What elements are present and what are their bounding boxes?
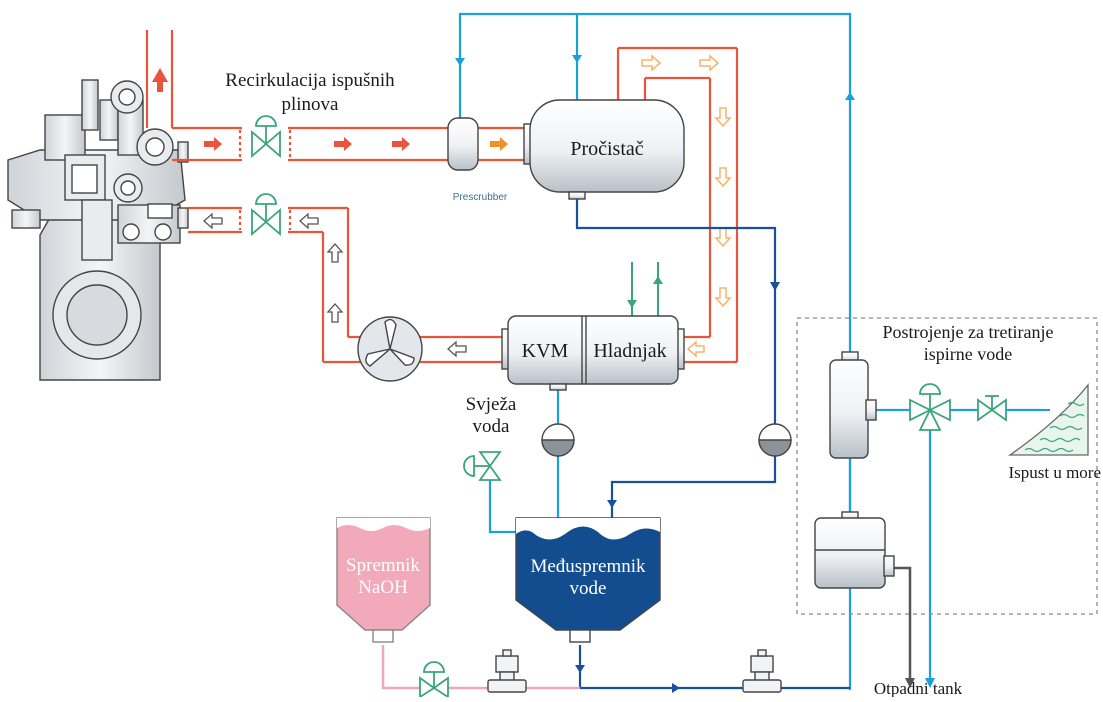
arrow-down-outline <box>714 107 732 128</box>
arrow-right <box>392 137 410 151</box>
scrubber-vessel <box>523 99 685 200</box>
arrow-right-outline <box>699 54 720 72</box>
clean-water-arrows <box>455 55 855 100</box>
cooler-label: Hladnjak <box>593 340 666 362</box>
naoh-line <box>381 645 420 690</box>
arrow-down <box>925 678 935 688</box>
sludge-tank-vessel <box>814 511 895 589</box>
arrow-right-outline <box>641 54 662 72</box>
egr-blower <box>357 316 423 382</box>
egr-label: plinova <box>282 94 340 115</box>
arrow-right <box>490 137 508 151</box>
arrow-up-outline <box>326 303 344 323</box>
engine-illustration <box>7 79 189 381</box>
arrow-down <box>905 678 915 688</box>
arrow-left-outline <box>447 340 467 358</box>
scrubber-label: Pročistač <box>570 138 643 160</box>
buffer-tank <box>515 517 661 643</box>
naoh-tank-label: NaOH <box>358 577 408 598</box>
fresh-water-label: Svježa <box>466 394 517 415</box>
fresh-water-label: voda <box>473 416 511 437</box>
wwt-boundary <box>796 317 1098 615</box>
circulation-pump <box>742 649 782 693</box>
naoh-tank <box>336 517 431 643</box>
fresh-water-valve <box>463 451 502 481</box>
buffer-tank-label: vode <box>570 578 607 599</box>
egr-cooler-unit <box>501 315 685 391</box>
arrow-up-stack <box>152 68 168 92</box>
kvm-label: KVM <box>522 340 569 362</box>
dosing-pump-naoh <box>487 649 527 693</box>
hydrocyclone-vessel <box>829 351 877 459</box>
prescrubber-vessel <box>447 117 479 171</box>
waste-drain-line <box>885 566 912 680</box>
arrow-left-outline <box>203 212 223 230</box>
egr-label: Recirkulacija ispušnih <box>225 70 395 91</box>
buffer-tank-label: Međuspremnik <box>530 556 646 577</box>
wwt-label: Postrojenje za tretiranje <box>883 322 1054 342</box>
arrow-right <box>334 137 352 151</box>
discharge-valve <box>977 395 1007 422</box>
egr-valve-bottom <box>251 193 281 236</box>
arrow-right <box>204 137 222 151</box>
waste-tank-label: Otpadni tank <box>874 679 963 697</box>
cooling-water-arrows <box>627 276 663 308</box>
naoh-tank-label: Spremnik <box>346 555 420 576</box>
level-sensor-left <box>541 423 575 457</box>
exhaust-pipes <box>145 30 739 364</box>
arrow-down-outline <box>714 167 732 188</box>
egr-valve-top <box>251 115 281 158</box>
arrow-down-outline <box>714 227 732 248</box>
wwt-three-way-valve <box>909 383 951 431</box>
naoh-valve <box>419 661 449 699</box>
dirty-water-arrows <box>575 282 780 693</box>
cooling-water-lines <box>631 262 659 316</box>
arrow-up-outline <box>326 243 344 263</box>
exhaust-flow-arrows <box>152 54 732 358</box>
arrow-left-outline <box>686 340 705 358</box>
level-sensor-right <box>758 423 792 457</box>
sea-discharge-icon <box>1007 383 1089 456</box>
arrow-down-outline <box>714 287 732 308</box>
discharge-label: Ispust u more <box>1008 463 1101 482</box>
wwt-label: ispirne vode <box>924 344 1012 364</box>
prescrubber-label: Prescrubber <box>453 192 508 203</box>
arrow-left-outline <box>299 212 319 230</box>
